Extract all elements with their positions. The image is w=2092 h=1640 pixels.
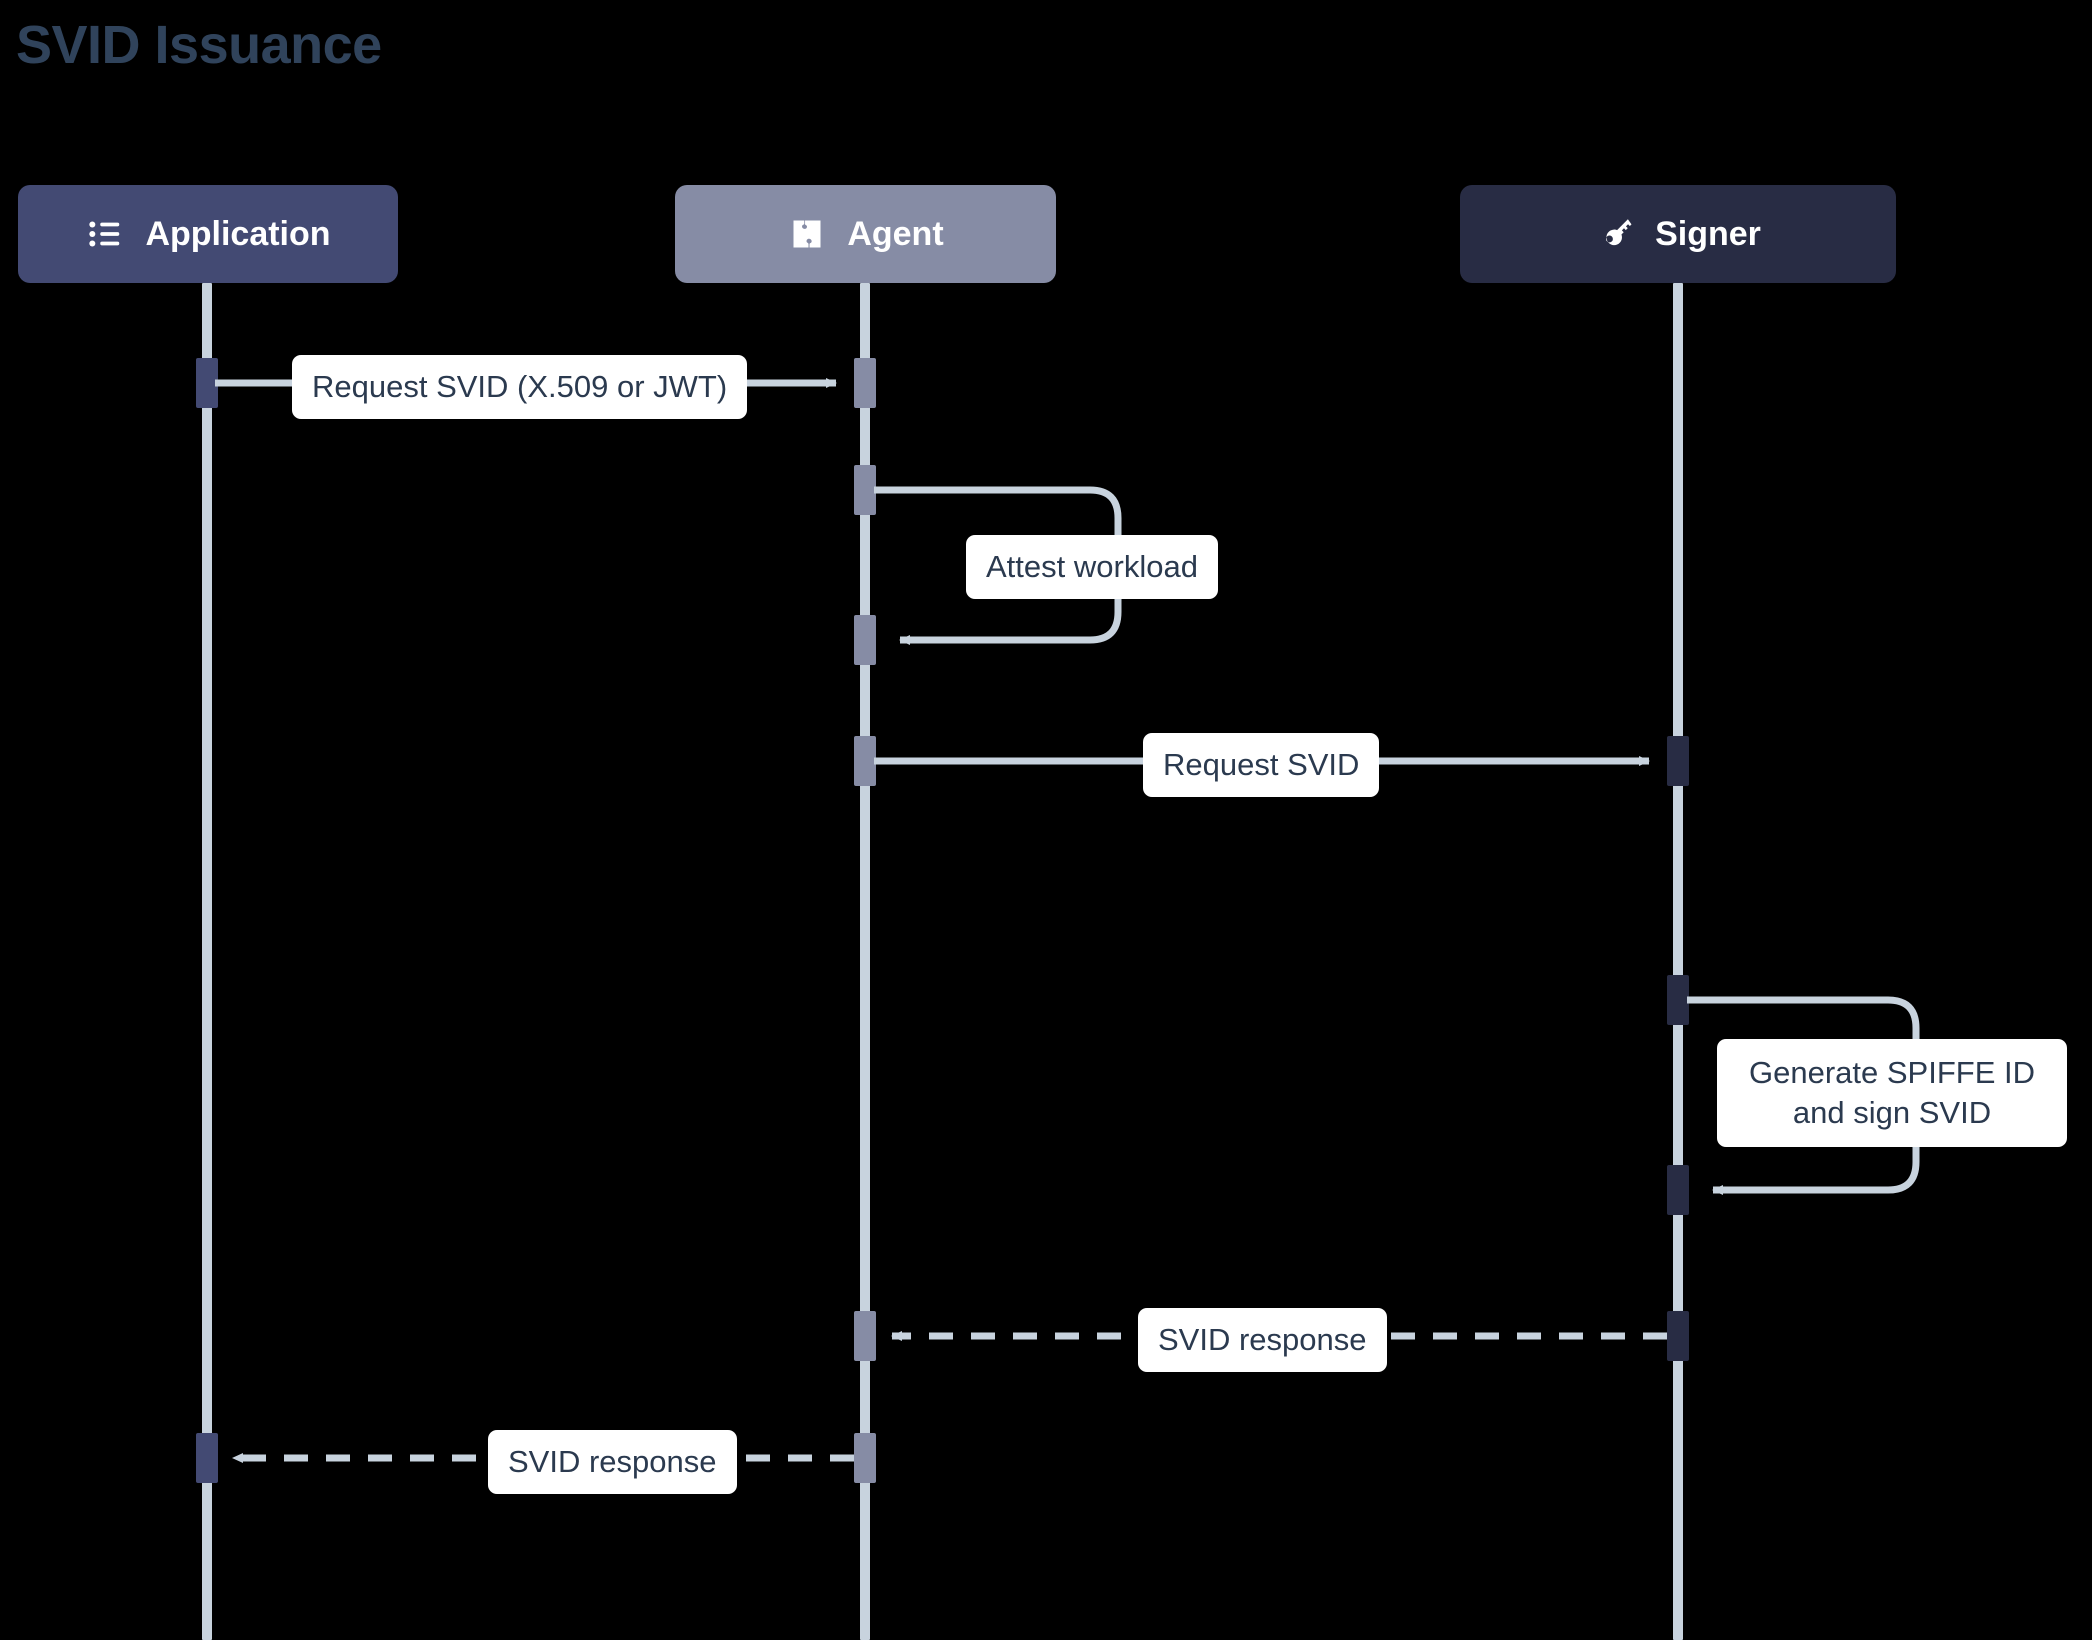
activation-bar <box>1667 1165 1689 1215</box>
participant-label-agent: Agent <box>847 214 944 253</box>
message-label-request-svid-x509-jwt: Request SVID (X.509 or JWT) <box>292 355 748 419</box>
lifeline-application <box>202 283 212 1640</box>
puzzle-icon <box>787 214 827 254</box>
message-label-svid-response-agent-application: SVID response <box>488 1430 737 1494</box>
activation-bar <box>196 358 218 408</box>
participant-agent[interactable]: Agent <box>675 185 1056 283</box>
activation-bar <box>1667 975 1689 1025</box>
activation-bar <box>196 1433 218 1483</box>
activation-bar <box>1667 736 1689 786</box>
participant-application[interactable]: Application <box>18 185 398 283</box>
activation-bar <box>854 615 876 665</box>
participant-label-application: Application <box>145 214 331 253</box>
participant-signer[interactable]: Signer <box>1460 185 1896 283</box>
lifeline-agent <box>860 283 870 1640</box>
activation-bar <box>854 465 876 515</box>
activation-bar <box>854 1433 876 1483</box>
message-label-attest-workload: Attest workload <box>966 535 1218 599</box>
activation-bar <box>1667 1311 1689 1361</box>
message-label-line2: and sign SVID <box>1792 1095 1992 1130</box>
page-title: SVID Issuance <box>16 15 382 75</box>
key-icon <box>1595 214 1635 254</box>
activation-bar <box>854 358 876 408</box>
activation-bar <box>854 736 876 786</box>
participant-label-signer: Signer <box>1655 214 1761 253</box>
lifeline-signer <box>1673 283 1683 1640</box>
activation-bar <box>854 1311 876 1361</box>
message-label-generate-spiffe-id-sign-svid: Generate SPIFFE ID and sign SVID <box>1717 1039 2067 1147</box>
list-icon <box>85 214 125 254</box>
message-label-request-svid: Request SVID <box>1143 733 1380 797</box>
message-label-line1: Generate SPIFFE ID <box>1749 1055 2035 1090</box>
message-label-svid-response-signer-agent: SVID response <box>1138 1308 1387 1372</box>
